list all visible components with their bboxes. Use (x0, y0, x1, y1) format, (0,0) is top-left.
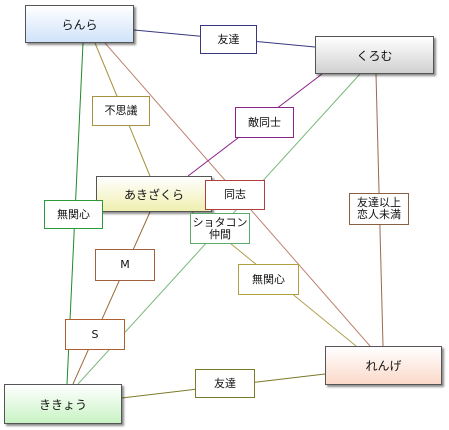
edge-label-yuujin-renge-kikyou: 友達 (195, 369, 255, 398)
edge-label-tekidoushi: 敵同士 (235, 107, 294, 138)
edge-label-shotacon-nakama: ショタコン 仲間 (190, 213, 250, 244)
edge-label-fushigi: 不思議 (92, 96, 150, 126)
node-kikyou[interactable]: ききょう (4, 384, 122, 424)
node-kuromu[interactable]: くろむ (315, 36, 434, 74)
node-ranra[interactable]: らんら (25, 5, 134, 43)
edge-label-mukanshin-akizakura-renge: 無関心 (238, 264, 299, 295)
edge-label-doushi: 同志 (205, 180, 265, 210)
node-akizakura[interactable]: あきざくら (96, 176, 212, 212)
edge-label-s: S (65, 319, 125, 350)
edge-label-yuujin-ranra-kuromu: 友達 (200, 25, 257, 54)
edge-akizakura-kikyou (72, 211, 151, 385)
node-renge[interactable]: れんげ (325, 346, 442, 385)
edge-label-yuujin-ijo: 友達以上 恋人未満 (349, 193, 409, 225)
edge-label-m: M (95, 249, 155, 281)
edge-label-mukanshin-ranra-kikyou: 無関心 (44, 200, 103, 229)
